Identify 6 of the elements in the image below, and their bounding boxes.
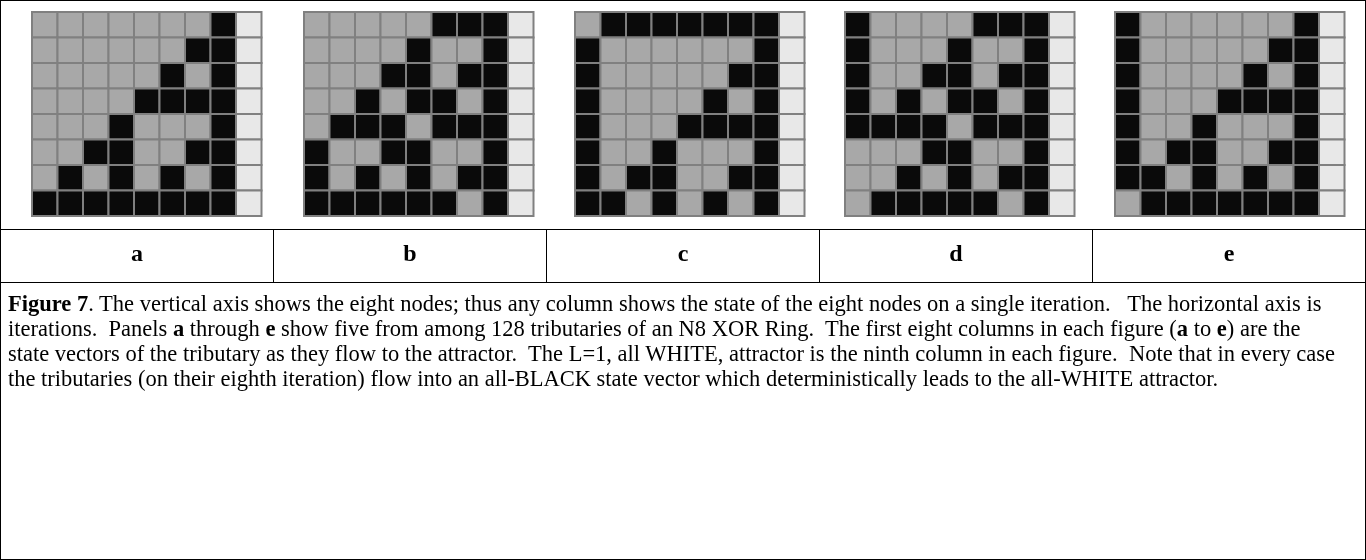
figure-caption: Figure 7. The vertical axis shows the eight nodes; thus any column shows the state of the eight nodes on a single iteration. The horizontal axis is iterations. Panels a through e show five from among 128 tributaries of an N8 XOR Ring. The first eight columns in each figure (a to e) are the state vectors of the tributary as they flow to the attractor. The L=1, all WHITE, attractor is the ninth column in each figure. Note that in every case the tributaries (on their eighth iteration) flow into an all-BLACK state vector which deterministically leads to the all-WHITE attractor. — [8, 291, 1337, 391]
panel-label: c — [677, 240, 689, 266]
panel-label: b — [403, 240, 417, 266]
panel-label: d — [949, 240, 963, 266]
panel-label: a — [131, 240, 143, 266]
panel-label: e — [1223, 240, 1235, 266]
